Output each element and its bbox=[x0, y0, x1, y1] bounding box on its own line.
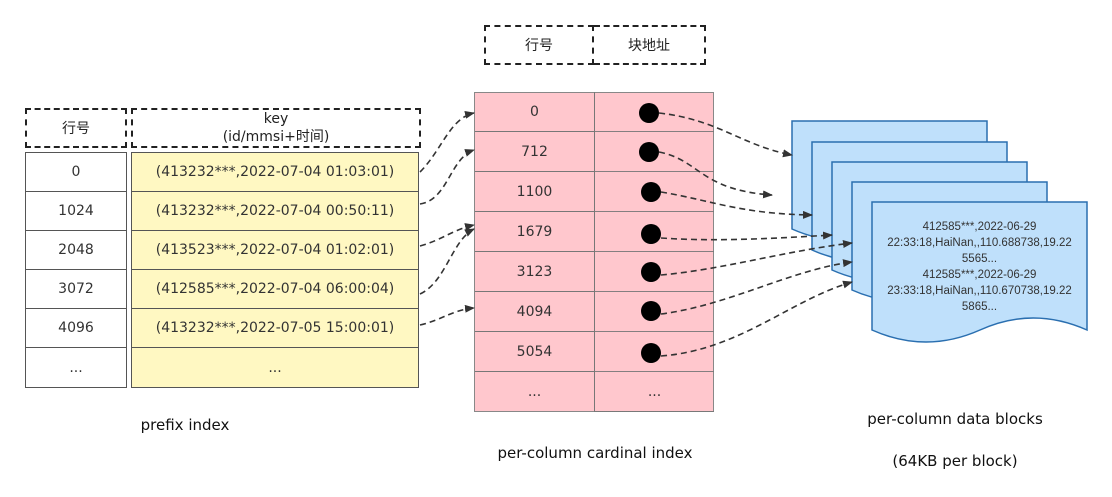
cardinal-row-value: 3123 bbox=[516, 263, 553, 280]
prefix-row-value: 0 bbox=[71, 164, 81, 180]
cardinal-addr-value: ... bbox=[647, 384, 662, 400]
prefix-row-cell: 4096 bbox=[25, 309, 127, 348]
cardinal-row-cell: 4094 bbox=[475, 292, 594, 332]
cardinal-addr-cell: ... bbox=[595, 372, 714, 412]
data-block-contents: 412585***,2022-06-29 22:33:18,HaiNan,,11… bbox=[872, 219, 1087, 315]
prefix-to-index-arrow bbox=[419, 223, 475, 247]
block-address-dot bbox=[641, 224, 661, 244]
index-to-block-arrow bbox=[660, 259, 853, 315]
index-to-block-arrow bbox=[660, 191, 813, 219]
data-block-line: 5865... bbox=[961, 301, 998, 313]
prefix-key-header: key (id/mmsi+时间) bbox=[131, 108, 421, 148]
cardinal-row-value: 1100 bbox=[516, 183, 553, 200]
prefix-row-cell: ... bbox=[25, 348, 127, 388]
cardinal-row-value: 4094 bbox=[516, 303, 553, 320]
prefix-row-value: 1024 bbox=[58, 203, 94, 219]
prefix-index-caption: prefix index bbox=[140, 416, 230, 434]
cardinal-row-header-label: 行号 bbox=[525, 38, 553, 54]
cardinal-row-cell: ... bbox=[475, 372, 594, 412]
cardinal-row-cell: 712 bbox=[475, 132, 594, 172]
cardinal-row-value: 0 bbox=[530, 103, 539, 120]
prefix-row-value: 2048 bbox=[58, 242, 94, 258]
cardinal-row-value: ... bbox=[527, 384, 542, 400]
data-block-line: 23:33:18,HaiNan,,110.670738,19.22 bbox=[887, 285, 1072, 297]
prefix-key-cell: (413523***,2022-07-04 01:02:01) bbox=[131, 231, 419, 270]
prefix-key-value: ... bbox=[268, 359, 282, 376]
cardinal-addr-header-label: 块地址 bbox=[628, 38, 670, 54]
prefix-to-index-arrow bbox=[419, 149, 475, 205]
block-address-dot bbox=[641, 182, 661, 202]
index-to-block-arrow bbox=[660, 240, 853, 276]
prefix-key-value: (413232***,2022-07-04 01:03:01) bbox=[155, 164, 395, 180]
cardinal-row-cell: 1100 bbox=[475, 172, 594, 212]
prefix-key-cell: (413232***,2022-07-04 01:03:01) bbox=[131, 152, 419, 192]
cardinal-addr-last-cell-fill bbox=[595, 372, 713, 411]
prefix-to-index-arrow bbox=[419, 304, 475, 326]
prefix-key-value: (413523***,2022-07-04 01:02:01) bbox=[155, 242, 395, 258]
cardinal-column-divider bbox=[594, 92, 595, 412]
prefix-row-cell: 2048 bbox=[25, 231, 127, 270]
cardinal-addr-header: 块地址 bbox=[594, 25, 706, 65]
prefix-key-cell: ... bbox=[131, 348, 419, 388]
prefix-key-cell: (413232***,2022-07-04 00:50:11) bbox=[131, 192, 419, 231]
prefix-key-cell: (413232***,2022-07-05 15:00:01) bbox=[131, 309, 419, 348]
data-blocks-caption-line2: (64KB per block) bbox=[892, 452, 1018, 470]
data-block-front bbox=[871, 201, 1088, 343]
cardinal-row-cell: 0 bbox=[475, 92, 594, 132]
cardinal-row-cell: 3123 bbox=[475, 252, 594, 292]
prefix-to-index-arrow bbox=[419, 228, 475, 295]
block-address-dot bbox=[639, 142, 659, 162]
prefix-key-value: (412585***,2022-07-04 06:00:04) bbox=[155, 281, 395, 297]
cardinal-index-caption: per-column cardinal index bbox=[497, 444, 693, 462]
prefix-row-cell: 1024 bbox=[25, 192, 127, 231]
data-block-line: 412585***,2022-06-29 bbox=[922, 269, 1037, 281]
prefix-key-value: (413232***,2022-07-05 15:00:01) bbox=[155, 320, 395, 336]
prefix-row-value: 3072 bbox=[58, 281, 94, 297]
index-to-block-arrow bbox=[660, 280, 853, 357]
prefix-to-index-arrow bbox=[419, 110, 475, 173]
cardinal-row-value: 5054 bbox=[516, 343, 553, 360]
prefix-row-header: 行号 bbox=[25, 108, 127, 148]
prefix-row-value: ... bbox=[69, 359, 83, 376]
prefix-key-value: (413232***,2022-07-04 00:50:11) bbox=[155, 203, 395, 219]
block-address-dot bbox=[641, 301, 661, 321]
prefix-key-cell: (412585***,2022-07-04 06:00:04) bbox=[131, 270, 419, 309]
prefix-key-header-line2: (id/mmsi+时间) bbox=[222, 129, 330, 145]
block-address-dot bbox=[639, 103, 659, 123]
prefix-row-cell: 0 bbox=[25, 152, 127, 192]
data-block-line: 22:33:18,HaiNan,,110.688738,19.22 bbox=[887, 237, 1072, 249]
cardinal-row-cell: 5054 bbox=[475, 332, 594, 372]
prefix-row-value: 4096 bbox=[58, 320, 94, 336]
prefix-key-header-line1: key bbox=[263, 111, 289, 127]
cardinal-row-cell: 1679 bbox=[475, 212, 594, 252]
data-blocks-caption-line1: per-column data blocks bbox=[867, 410, 1043, 428]
cardinal-row-value: 712 bbox=[521, 143, 548, 160]
block-address-dot bbox=[641, 343, 661, 363]
prefix-row-cell: 3072 bbox=[25, 270, 127, 309]
data-block-line: 412585***,2022-06-29 bbox=[922, 221, 1037, 233]
index-to-block-arrow bbox=[658, 151, 773, 199]
index-to-block-arrow bbox=[660, 231, 833, 241]
data-blocks-caption: per-column data blocks (64KB per block) bbox=[840, 388, 1070, 493]
prefix-row-header-label: 行号 bbox=[62, 121, 90, 137]
cardinal-row-header: 行号 bbox=[484, 25, 594, 65]
index-to-block-arrow bbox=[658, 112, 793, 158]
data-block-line: 5565... bbox=[961, 253, 998, 265]
cardinal-row-value: 1679 bbox=[516, 223, 553, 240]
block-address-dot bbox=[641, 262, 661, 282]
